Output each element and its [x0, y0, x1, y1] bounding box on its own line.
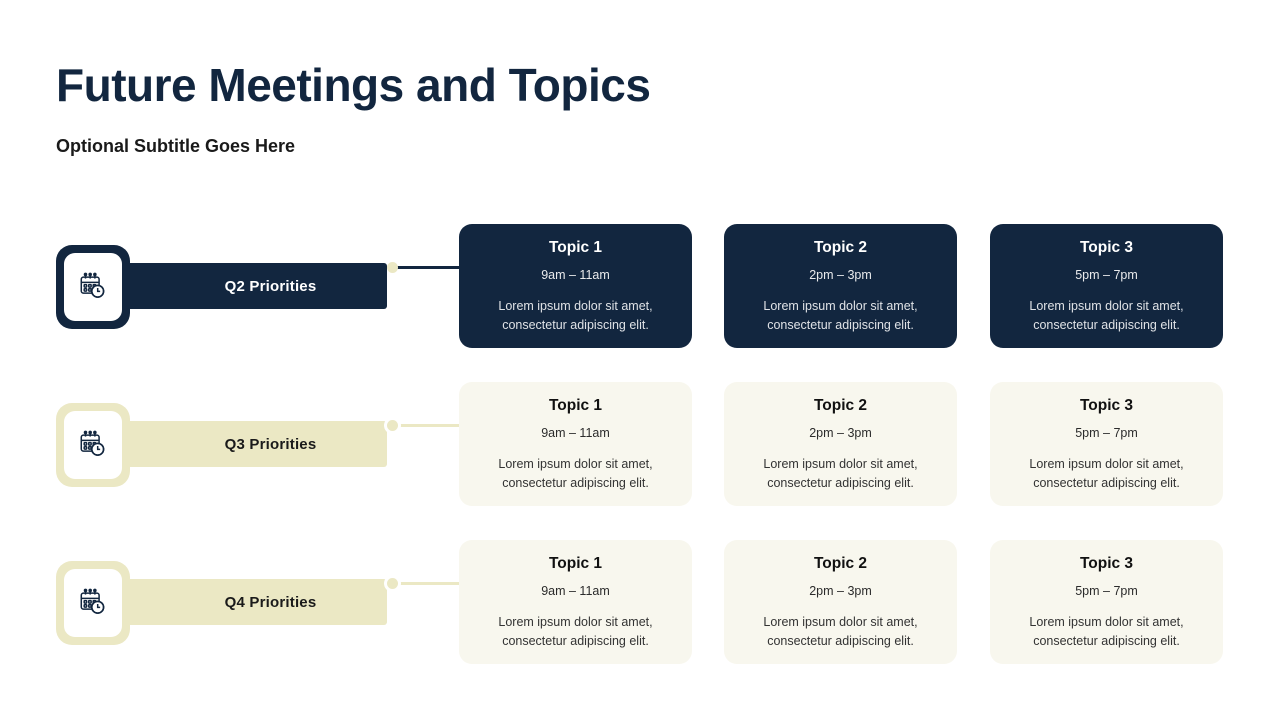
calendar-clock-icon [64, 411, 122, 479]
topic-description-line: Lorem ipsum dolor sit amet, [1029, 615, 1184, 629]
topic-description-line: Lorem ipsum dolor sit amet, [498, 615, 653, 629]
topic-card[interactable]: Topic 2 2pm – 3pm Lorem ipsum dolor sit … [724, 540, 957, 664]
topic-description-line: Lorem ipsum dolor sit amet, [763, 299, 918, 313]
topic-time: 9am – 11am [541, 268, 610, 282]
topic-card[interactable]: Topic 1 9am – 11am Lorem ipsum dolor sit… [459, 382, 692, 506]
topic-card[interactable]: Topic 1 9am – 11am Lorem ipsum dolor sit… [459, 540, 692, 664]
row-label-bar-q2[interactable]: Q2 Priorities [114, 263, 387, 309]
topic-description: Lorem ipsum dolor sit amet, consectetur … [477, 297, 674, 335]
timeline-row-q2: Q2 Priorities Topic 1 9am – 11am Lorem i… [0, 217, 1280, 357]
topic-title: Topic 3 [1079, 555, 1134, 572]
page-subtitle: Optional Subtitle Goes Here [56, 136, 296, 156]
topic-description: Lorem ipsum dolor sit amet, consectetur … [742, 297, 939, 335]
topic-time: 2pm – 3pm [809, 584, 872, 598]
topic-title: Topic 2 [813, 555, 868, 572]
topic-card[interactable]: Topic 1 9am – 11am Lorem ipsum dolor sit… [459, 224, 692, 348]
connector-line [395, 424, 459, 427]
icon-badge-q4 [56, 561, 130, 645]
topic-card[interactable]: Topic 3 5pm – 7pm Lorem ipsum dolor sit … [990, 224, 1223, 348]
topic-description-line: Lorem ipsum dolor sit amet, [1029, 457, 1184, 471]
topic-description-line: Lorem ipsum dolor sit amet, [1029, 299, 1184, 313]
topic-description-line: consectetur adipiscing elit. [767, 476, 914, 490]
topic-description-line: consectetur adipiscing elit. [767, 318, 914, 332]
topic-description: Lorem ipsum dolor sit amet, consectetur … [477, 613, 674, 651]
topic-title: Topic 2 [813, 397, 868, 414]
topic-title: Topic 1 [548, 239, 603, 256]
topic-card[interactable]: Topic 3 5pm – 7pm Lorem ipsum dolor sit … [990, 382, 1223, 506]
row-label-group-q2[interactable]: Q2 Priorities [56, 245, 387, 329]
topic-time: 9am – 11am [541, 584, 610, 598]
topic-card[interactable]: Topic 3 5pm – 7pm Lorem ipsum dolor sit … [990, 540, 1223, 664]
connector-q2 [387, 255, 459, 281]
topic-description: Lorem ipsum dolor sit amet, consectetur … [1008, 455, 1205, 493]
topic-time: 5pm – 7pm [1075, 426, 1138, 440]
topic-description-line: Lorem ipsum dolor sit amet, [498, 299, 653, 313]
connector-q4 [387, 571, 459, 597]
topic-description: Lorem ipsum dolor sit amet, consectetur … [742, 455, 939, 493]
topic-title: Topic 2 [813, 239, 868, 256]
topic-time: 5pm – 7pm [1075, 268, 1138, 282]
topic-description-line: Lorem ipsum dolor sit amet, [763, 615, 918, 629]
topic-description: Lorem ipsum dolor sit amet, consectetur … [477, 455, 674, 493]
row-label-bar-q4[interactable]: Q4 Priorities [114, 579, 387, 625]
topic-title: Topic 3 [1079, 397, 1134, 414]
connector-dot [387, 262, 398, 273]
topic-description-line: consectetur adipiscing elit. [502, 476, 649, 490]
topic-time: 2pm – 3pm [809, 426, 872, 440]
connector-line [395, 266, 459, 269]
topic-title: Topic 3 [1079, 239, 1134, 256]
icon-badge-q2 [56, 245, 130, 329]
row-label-group-q4[interactable]: Q4 Priorities [56, 561, 387, 645]
topic-card[interactable]: Topic 2 2pm – 3pm Lorem ipsum dolor sit … [724, 224, 957, 348]
topic-title: Topic 1 [548, 555, 603, 572]
row-label-bar-q3[interactable]: Q3 Priorities [114, 421, 387, 467]
row-label-text: Q3 Priorities [224, 435, 317, 453]
topic-description-line: consectetur adipiscing elit. [502, 634, 649, 648]
icon-badge-q3 [56, 403, 130, 487]
topic-description-line: consectetur adipiscing elit. [1033, 476, 1180, 490]
connector-dot [387, 420, 398, 431]
connector-dot [387, 578, 398, 589]
row-label-group-q3[interactable]: Q3 Priorities [56, 403, 387, 487]
topic-description-line: Lorem ipsum dolor sit amet, [763, 457, 918, 471]
timeline-row-q4: Q4 Priorities Topic 1 9am – 11am Lorem i… [0, 533, 1280, 673]
topic-card[interactable]: Topic 2 2pm – 3pm Lorem ipsum dolor sit … [724, 382, 957, 506]
topic-description-line: consectetur adipiscing elit. [1033, 318, 1180, 332]
topic-time: 2pm – 3pm [809, 268, 872, 282]
topic-title: Topic 1 [548, 397, 603, 414]
topic-description-line: Lorem ipsum dolor sit amet, [498, 457, 653, 471]
topic-time: 5pm – 7pm [1075, 584, 1138, 598]
row-label-text: Q4 Priorities [224, 593, 317, 611]
topic-description-line: consectetur adipiscing elit. [767, 634, 914, 648]
page-title: Future Meetings and Topics [56, 59, 651, 111]
calendar-clock-icon [64, 569, 122, 637]
topic-description: Lorem ipsum dolor sit amet, consectetur … [1008, 297, 1205, 335]
topic-time: 9am – 11am [541, 426, 610, 440]
timeline-row-q3: Q3 Priorities Topic 1 9am – 11am Lorem i… [0, 375, 1280, 515]
topic-description-line: consectetur adipiscing elit. [1033, 634, 1180, 648]
topic-description: Lorem ipsum dolor sit amet, consectetur … [742, 613, 939, 651]
topic-description-line: consectetur adipiscing elit. [502, 318, 649, 332]
row-label-text: Q2 Priorities [224, 277, 317, 295]
calendar-clock-icon [64, 253, 122, 321]
connector-q3 [387, 413, 459, 439]
topic-description: Lorem ipsum dolor sit amet, consectetur … [1008, 613, 1205, 651]
connector-line [395, 582, 459, 585]
